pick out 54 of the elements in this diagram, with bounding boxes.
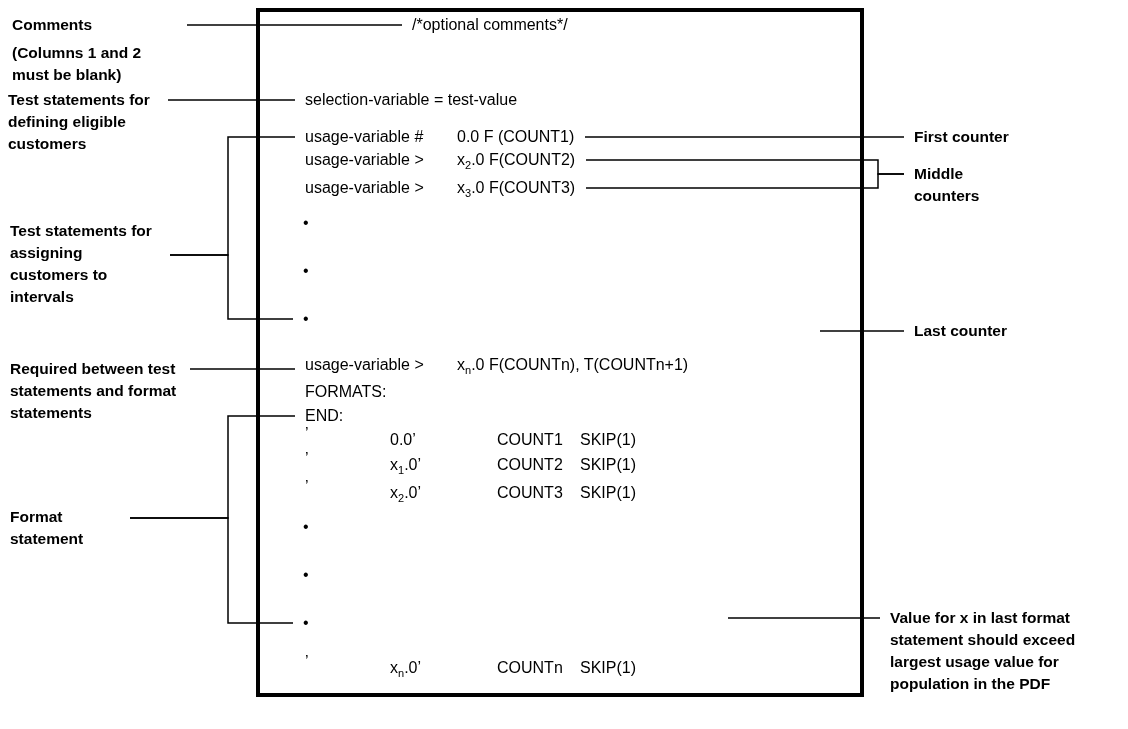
code-text: SKIP(1) xyxy=(580,456,636,474)
code-text: ’ xyxy=(305,425,309,443)
code-line: /*optional comments*/ xyxy=(412,16,568,34)
listing-frame xyxy=(256,8,864,697)
code-text: ’ xyxy=(305,653,309,671)
leader-line xyxy=(167,99,296,101)
code-text: usage-variable > xyxy=(305,356,424,374)
leader-line xyxy=(129,517,294,624)
continuation-dot: • xyxy=(303,614,309,632)
code-text: ’ xyxy=(305,478,309,496)
code-text: SKIP(1) xyxy=(580,431,636,449)
callout-text: Middle counters xyxy=(914,163,1014,207)
continuation-dot: • xyxy=(303,262,309,280)
callout-text: Required between test statements and format statements xyxy=(10,358,180,424)
code-text: usage-variable > xyxy=(305,151,424,169)
callout-text: Test statements for defining eligible customers xyxy=(8,89,158,155)
code-text: COUNTn xyxy=(497,659,563,677)
leader-line xyxy=(186,24,403,26)
code-line: END: xyxy=(305,407,344,425)
code-text: x$_{n}$.0 F(COUNTn), T(COUNTn+1) xyxy=(457,356,689,374)
code-text: x$_{n}$.0’ xyxy=(390,659,422,677)
callout-note: (Columns 1 and 2 must be blank) xyxy=(12,43,143,85)
continuation-dot: • xyxy=(303,214,309,232)
code-text: x$_{2}$.0 F(COUNT2) xyxy=(457,151,576,169)
leader-line xyxy=(727,617,881,619)
code-text: 0.0’ xyxy=(390,431,416,449)
code-text: usage-variable # xyxy=(305,128,424,146)
leader-line xyxy=(585,173,905,189)
code-text: COUNT2 xyxy=(497,456,563,474)
leader-line xyxy=(189,368,296,370)
code-line: selection-variable = test-value xyxy=(305,91,518,109)
code-text: 0.0 F (COUNT1) xyxy=(457,128,575,146)
callout-text: Format statement xyxy=(10,506,120,550)
code-text: x$_{2}$.0’ xyxy=(390,484,422,502)
leader-line xyxy=(169,254,294,320)
callout-text: Test statements for assigning customers to intervals xyxy=(10,220,160,308)
callout-text: Last counter xyxy=(914,320,1064,342)
code-text: ’ xyxy=(305,450,309,468)
continuation-dot: • xyxy=(303,518,309,536)
leader-line xyxy=(819,330,905,332)
code-line: FORMATS: xyxy=(305,383,387,401)
callout-text: First counter xyxy=(914,126,1064,148)
callout-heading: Comments xyxy=(12,15,94,35)
code-text: SKIP(1) xyxy=(580,659,636,677)
callout-text: Value for x in last format statement should exceed largest usage value for population in the PDF xyxy=(890,607,1126,695)
continuation-dot: • xyxy=(303,310,309,328)
leader-line xyxy=(584,136,905,138)
code-text: COUNT3 xyxy=(497,484,563,502)
code-text: x$_{1}$.0’ xyxy=(390,456,422,474)
code-text: x$_{3}$.0 F(COUNT3) xyxy=(457,179,576,197)
code-text: SKIP(1) xyxy=(580,484,636,502)
continuation-dot: • xyxy=(303,566,309,584)
code-text: usage-variable > xyxy=(305,179,424,197)
code-text: COUNT1 xyxy=(497,431,563,449)
